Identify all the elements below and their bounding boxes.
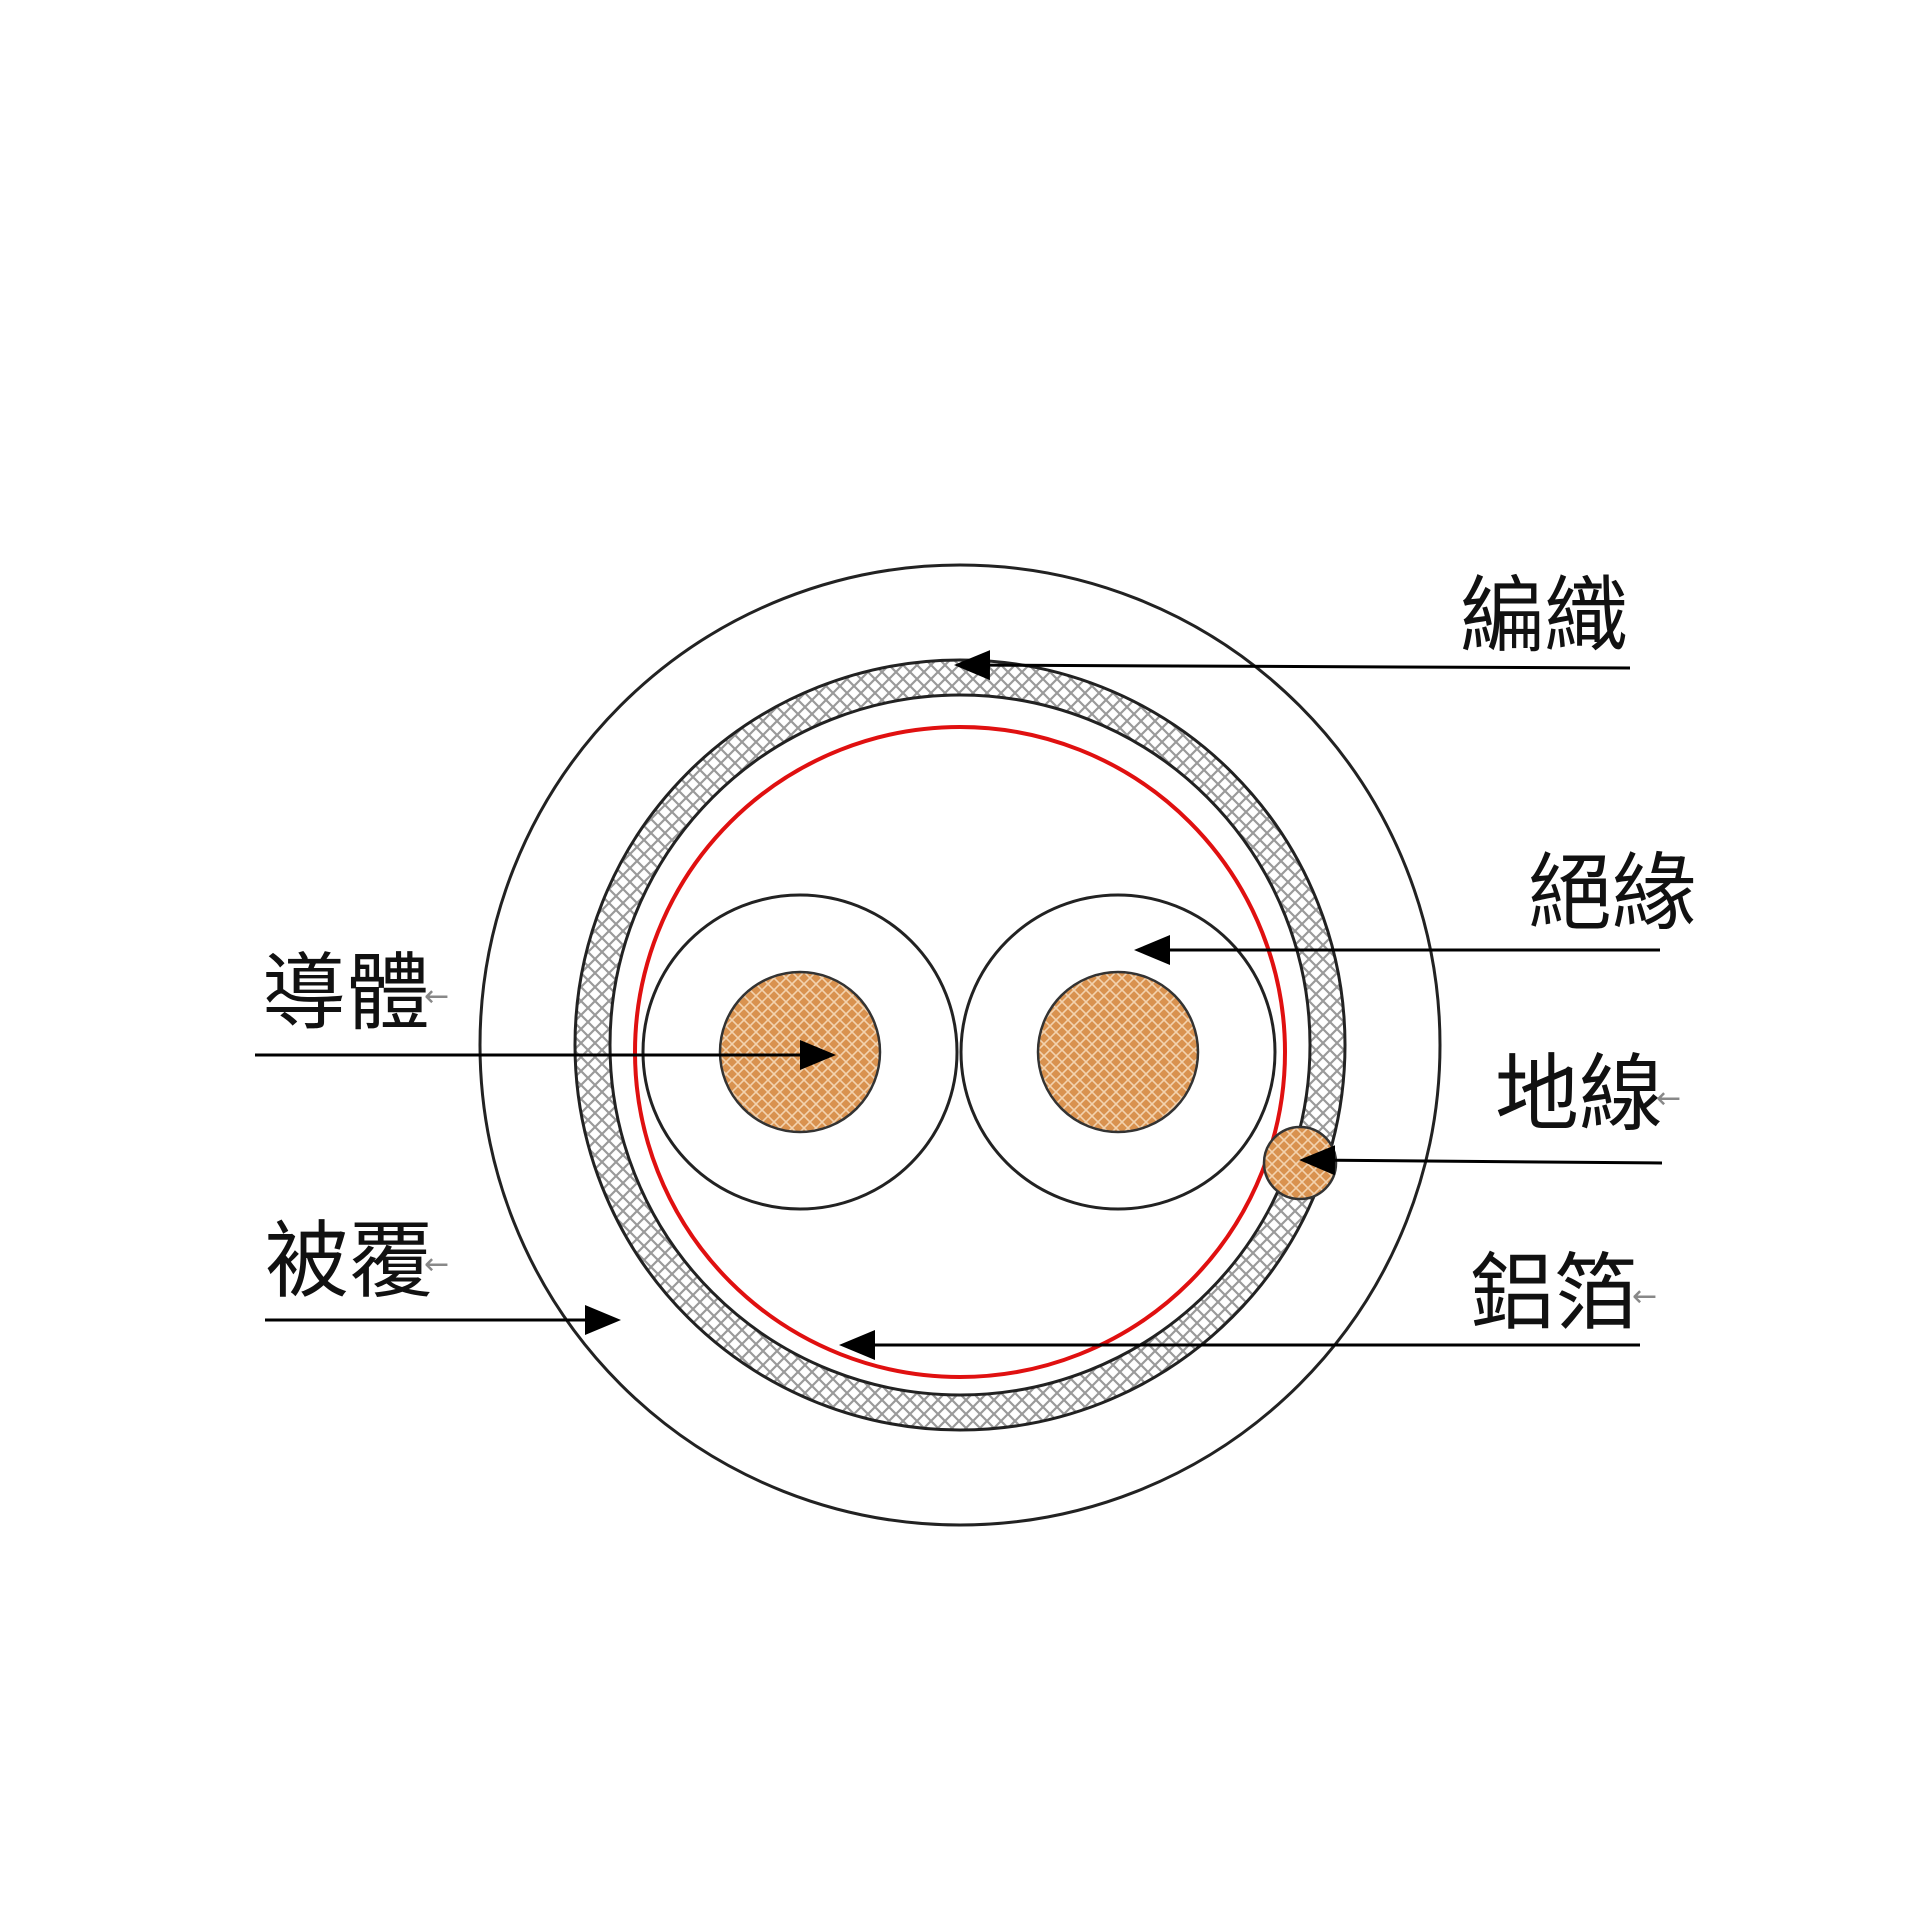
drain-wire-label-mark: ← [1656, 1081, 1681, 1116]
conductor-left [718, 970, 882, 1134]
foil-label-mark: ← [1632, 1279, 1657, 1314]
jacket-label: 被覆 [265, 1212, 433, 1310]
drain-wire-label: 地線 [1495, 1045, 1663, 1143]
conductor-label-mark: ← [424, 979, 449, 1014]
jacket-outer-circle [478, 563, 1442, 1527]
conductor-right [1036, 970, 1200, 1134]
insulation-left-circle [641, 893, 959, 1211]
conductor-label: 導體 [262, 944, 430, 1042]
braid-leader-arrow [954, 650, 1631, 681]
jacket-label-mark: ← [424, 1247, 449, 1282]
insulation-right-circle [959, 893, 1277, 1211]
drain-wire [1262, 1125, 1338, 1201]
braid-label: 編織 [1460, 567, 1628, 665]
drain-wire-leader-arrow [1299, 1145, 1663, 1176]
insulation-label: 絕緣 [1528, 844, 1696, 942]
foil-ring [633, 725, 1287, 1379]
foil-label: 鋁箔 [1470, 1244, 1638, 1342]
